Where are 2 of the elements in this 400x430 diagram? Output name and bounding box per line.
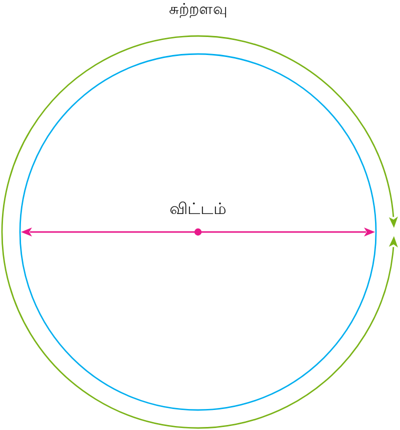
diameter-label: விட்டம் (170, 199, 226, 218)
circumference-label: சுற்றளவு (169, 0, 227, 18)
